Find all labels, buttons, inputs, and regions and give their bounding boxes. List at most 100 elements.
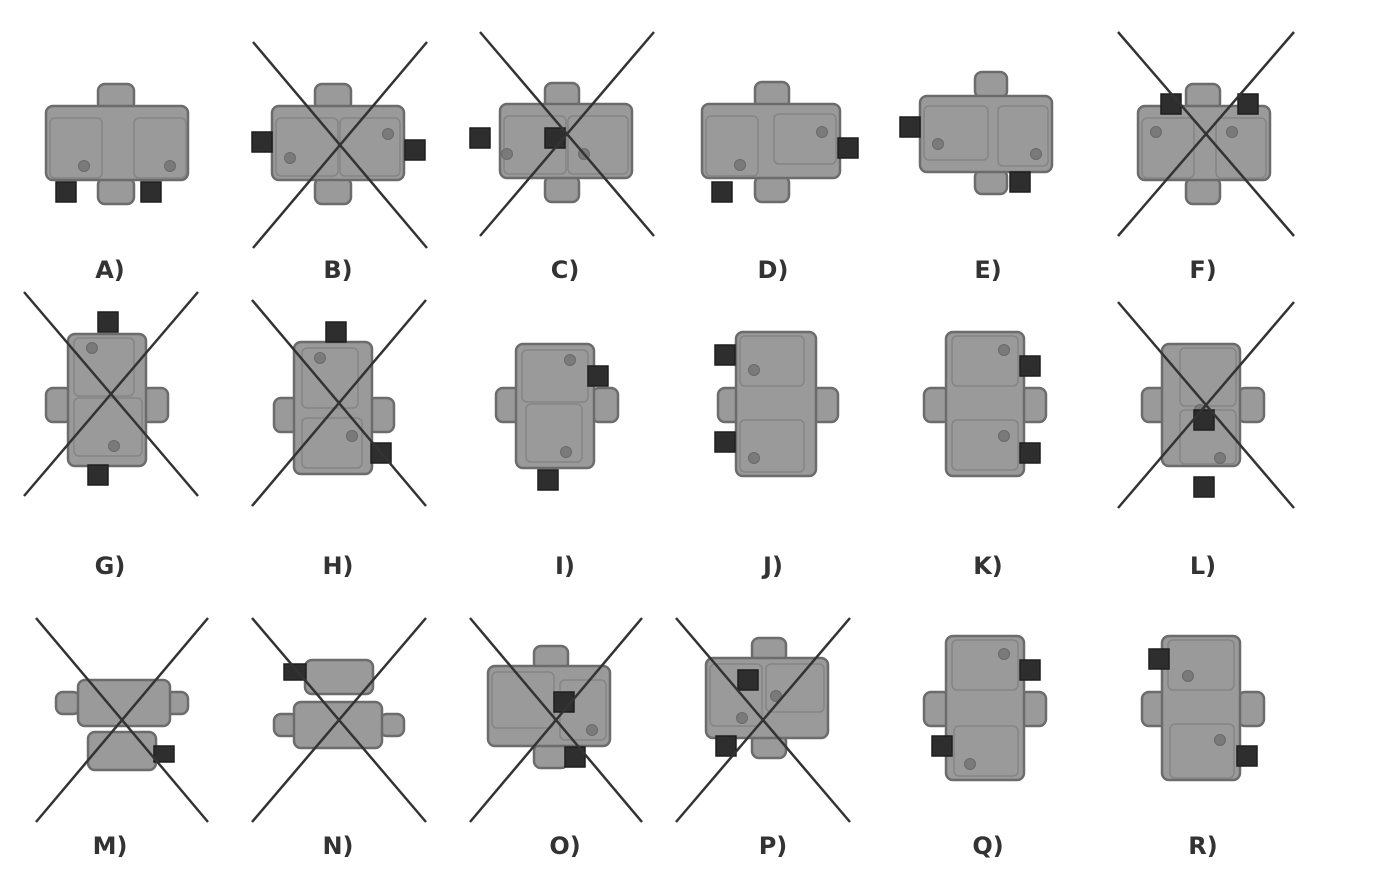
figure-d	[700, 80, 859, 204]
block-outline	[739, 335, 805, 387]
cross-line	[1117, 31, 1295, 237]
block-outline	[953, 725, 1019, 777]
stud-dot	[932, 138, 944, 150]
label-d: D)	[758, 256, 789, 284]
dark-square	[714, 431, 736, 453]
figure-o	[469, 617, 643, 823]
cross-line	[469, 617, 643, 823]
stud-dot	[1226, 126, 1238, 138]
dark-square	[153, 745, 175, 763]
figure-g	[23, 291, 199, 497]
stud-dot	[284, 152, 296, 164]
block-outline	[709, 663, 763, 727]
figure-q	[922, 634, 1048, 782]
stud-dot	[1150, 126, 1162, 138]
stud-dot	[1182, 670, 1194, 682]
block	[303, 658, 375, 696]
block-outline	[951, 639, 1019, 691]
stud-dot	[998, 648, 1010, 660]
stud-dot	[314, 352, 326, 364]
block	[973, 70, 1009, 100]
dark-square	[711, 181, 733, 203]
dark-square	[1009, 171, 1031, 193]
label-i: I)	[555, 552, 575, 580]
label-q: Q)	[972, 832, 1003, 860]
block-outline	[1215, 117, 1267, 179]
block	[700, 102, 842, 180]
block	[532, 742, 570, 770]
block-outline	[567, 115, 629, 175]
cross-line	[479, 31, 655, 237]
dark-square	[1160, 93, 1182, 115]
stud-dot	[86, 342, 98, 354]
block-outline	[301, 417, 363, 469]
figure-m	[35, 617, 209, 823]
dark-square	[1019, 442, 1041, 464]
stud-dot	[346, 430, 358, 442]
dark-square	[404, 139, 426, 161]
cross-line	[1117, 301, 1295, 509]
cross-line	[252, 41, 428, 249]
figure-n	[251, 617, 427, 823]
block-outline	[951, 419, 1019, 471]
block	[944, 634, 1026, 782]
block	[753, 174, 791, 204]
block-outline	[339, 117, 401, 177]
cross-line	[251, 299, 427, 507]
block	[1136, 104, 1272, 182]
dark-square	[1019, 659, 1041, 681]
block-outline	[997, 105, 1049, 167]
figure-i	[494, 342, 620, 491]
stud-dot	[501, 148, 513, 160]
stud-dot	[770, 690, 782, 702]
stud-dot	[586, 724, 598, 736]
figure-a	[44, 82, 190, 206]
block	[378, 712, 406, 738]
stud-dot	[382, 128, 394, 140]
block-outline	[49, 117, 103, 179]
block-outline	[739, 419, 805, 473]
figure-k	[922, 330, 1048, 478]
cross-line	[23, 291, 199, 497]
dark-square	[140, 181, 162, 203]
label-g: G)	[95, 552, 126, 580]
figure-l	[1117, 301, 1295, 509]
block	[86, 730, 158, 772]
block	[1236, 386, 1266, 424]
label-n: N)	[322, 832, 353, 860]
figure-r	[1140, 634, 1266, 782]
dark-square	[931, 735, 953, 757]
figure-e	[899, 70, 1054, 196]
dark-square	[1237, 93, 1259, 115]
dark-square	[1193, 476, 1215, 498]
block	[944, 330, 1026, 478]
dark-square	[251, 131, 273, 153]
dark-square	[837, 137, 859, 159]
label-m: M)	[93, 832, 128, 860]
dark-square	[737, 669, 759, 691]
stud-dot	[164, 160, 176, 172]
figure-j	[714, 330, 840, 478]
block	[292, 700, 384, 750]
block	[96, 176, 136, 206]
stud-dot	[78, 160, 90, 172]
block	[514, 342, 596, 470]
label-l: L)	[1190, 552, 1216, 580]
stud-dot	[734, 159, 746, 171]
dark-square	[587, 365, 609, 387]
block-outline	[525, 403, 583, 463]
label-j: J)	[761, 552, 783, 580]
block-outline	[951, 335, 1019, 387]
figure-f	[1117, 31, 1295, 237]
cross-line	[35, 617, 209, 823]
stud-dot	[748, 364, 760, 376]
dark-square	[899, 116, 921, 138]
block	[590, 386, 620, 424]
stud-dot	[560, 446, 572, 458]
label-h: H)	[322, 552, 353, 580]
dark-square	[714, 344, 736, 366]
block	[1184, 176, 1222, 206]
stud-dot	[1030, 148, 1042, 160]
stud-dot	[108, 440, 120, 452]
